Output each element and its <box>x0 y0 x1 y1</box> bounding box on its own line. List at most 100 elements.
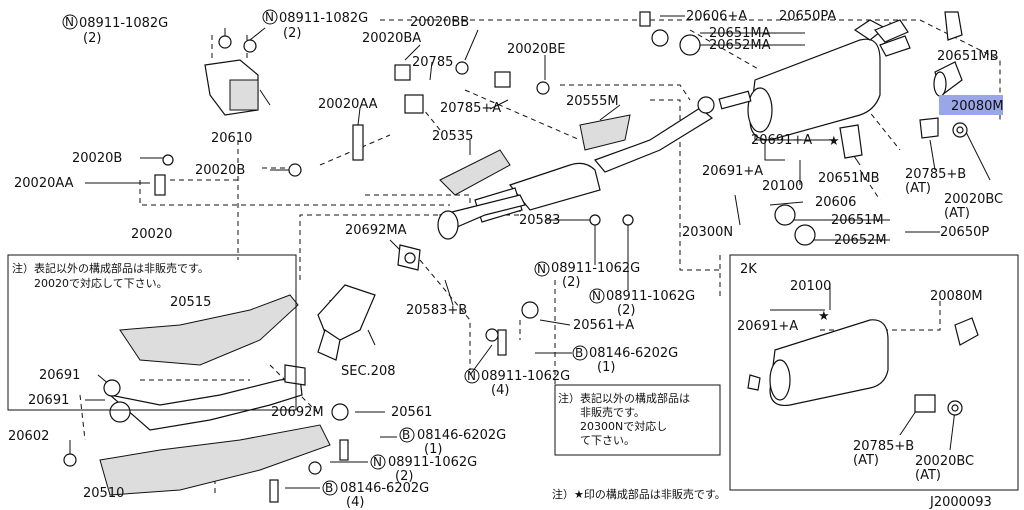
label-08911-1062g-a: 08911-1062G <box>551 261 640 276</box>
label-2k-20785b-at: (AT) <box>853 453 879 468</box>
circle-b-2: B <box>402 428 410 442</box>
label-20020be: 20020BE <box>507 42 566 57</box>
label-20020aa-left: 20020AA <box>14 176 74 191</box>
label-20100-top: 20100 <box>762 179 803 194</box>
highlight-20080m <box>939 95 1003 115</box>
label-20785: 20785 <box>412 55 453 70</box>
mid-note-line2: 非販売です。 <box>580 406 645 419</box>
label-20583b: 20583+B <box>406 303 467 318</box>
star-marker-2k: ★ <box>818 309 830 324</box>
circle-n-5: N <box>467 369 476 383</box>
label-08146-6202g-a-qty: (1) <box>597 360 615 375</box>
label-2k: 2K <box>740 262 757 277</box>
label-20020b-2: 20020B <box>195 163 245 178</box>
bolts-top-left <box>154 11 651 196</box>
label-08911-1062g-b-qty: (2) <box>617 303 635 318</box>
box-note-line1: 注）表記以外の構成部品は非販売です。 <box>12 261 209 275</box>
label-08911-1062g-b: 08911-1062G <box>606 289 695 304</box>
circle-n-6: N <box>373 455 382 469</box>
front-pipe-upper <box>397 194 526 271</box>
box-20020 <box>7 254 297 411</box>
label-20020aa-top: 20020AA <box>318 97 378 112</box>
catalyst-sec208 <box>317 284 376 361</box>
label-08911-1082g-a: 08911-1082G <box>79 16 168 31</box>
label-20785a: 20785+A <box>440 101 501 116</box>
label-08146-6202g-b: 08146-6202G <box>417 428 506 443</box>
label-08911-1062g-d: 08911-1062G <box>388 455 477 470</box>
circle-n-2: N <box>265 10 274 24</box>
circle-n-3: N <box>537 262 546 276</box>
label-20610: 20610 <box>211 131 252 146</box>
label-08911-1082g-a-qty: (2) <box>83 31 101 46</box>
label-08911-1082g-b-qty: (2) <box>283 26 301 41</box>
circle-b-3: B <box>325 481 333 495</box>
label-2k-20691a: 20691+A <box>737 319 798 334</box>
circle-n-1: N <box>65 15 74 29</box>
label-20020bc-top: 20020BC <box>944 192 1003 207</box>
clamp-nut-right <box>919 117 968 139</box>
label-20785b-top: 20785+B <box>905 167 966 182</box>
label-08146-6202g-c-qty: (4) <box>346 495 364 510</box>
mid-note-line1: 注）表記以外の構成部品は <box>558 391 690 405</box>
mid-note-line3: 20300Nで対応し <box>580 419 667 433</box>
label-20080m-top: 20080M <box>951 99 1004 114</box>
label-20691-1: 20691 <box>39 368 80 383</box>
label-20652ma: 20652MA <box>709 38 771 53</box>
label-2k-20020bc: 20020BC <box>915 454 974 469</box>
circle-n-4: N <box>592 289 601 303</box>
label-08911-1062g-c: 08911-1062G <box>481 369 570 384</box>
label-20020-box: 20020 <box>131 227 172 242</box>
label-20535: 20535 <box>432 129 473 144</box>
label-08911-1062g-a-qty: (2) <box>562 275 580 290</box>
label-20583: 20583 <box>519 213 560 228</box>
box-2k <box>729 254 1019 491</box>
manifold-assembly-20020 <box>63 294 349 503</box>
star-markers: ★ ★ <box>818 134 840 324</box>
label-20020bb: 20020BB <box>410 15 469 30</box>
label-2k-20100: 20100 <box>790 279 831 294</box>
label-20691a-top: 20691+A <box>751 133 812 148</box>
box-center-note <box>554 384 721 456</box>
label-20020bc-top-at: (AT) <box>944 206 970 221</box>
label-20606: 20606 <box>815 195 856 210</box>
label-08146-6202g-a: 08146-6202G <box>589 346 678 361</box>
mid-note-line4: て下さい。 <box>580 434 635 447</box>
label-08911-1062g-d-qty: (2) <box>395 469 413 484</box>
part-labels: 08911-1082G (2) 08911-1082G (2) 20020BB … <box>8 9 1004 510</box>
circle-b-1: B <box>575 346 583 360</box>
heat-insulators <box>439 114 631 196</box>
label-20300n: 20300N <box>682 225 733 240</box>
label-20785b-top-at: (AT) <box>905 181 931 196</box>
label-2k-20080m: 20080M <box>930 289 983 304</box>
label-20602: 20602 <box>8 429 49 444</box>
label-20606a: 20606+A <box>686 9 747 24</box>
gaskets-springs <box>284 214 634 421</box>
label-20515: 20515 <box>170 295 211 310</box>
label-08146-6202g-c: 08146-6202G <box>340 481 429 496</box>
label-20561: 20561 <box>391 405 432 420</box>
label-20652m: 20652M <box>834 233 887 248</box>
label-20692ma: 20692MA <box>345 223 407 238</box>
main-muffler-20100 <box>718 19 911 141</box>
label-2k-20020bc-at: (AT) <box>915 468 941 483</box>
label-08146-6202g-b-qty: (1) <box>424 442 442 457</box>
label-20651mb-top: 20651MB <box>937 49 999 64</box>
label-20020b-1: 20020B <box>72 151 122 166</box>
label-20020ba: 20020BA <box>362 31 421 46</box>
label-08911-1082g-b: 08911-1082G <box>279 11 368 26</box>
label-20650p: 20650P <box>940 225 989 240</box>
label-20561a: 20561+A <box>573 318 634 333</box>
label-20651m: 20651M <box>831 213 884 228</box>
label-20510: 20510 <box>83 486 124 501</box>
rubber-hangers <box>651 11 963 246</box>
label-20691-2: 20691 <box>28 393 69 408</box>
label-08911-1062g-c-qty: (4) <box>491 383 509 398</box>
star-marker-top: ★ <box>828 134 840 149</box>
circle-markers: N N N N B N B N B <box>62 9 605 496</box>
label-20555m: 20555M <box>566 94 619 109</box>
label-20692m: 20692M <box>271 405 324 420</box>
box-note-line2: 20020で対応して下さい。 <box>34 276 168 290</box>
label-2k-20785b: 20785+B <box>853 439 914 454</box>
notes: 注）表記以外の構成部品は非販売です。 20020で対応して下さい。 注）表記以外… <box>12 261 726 501</box>
